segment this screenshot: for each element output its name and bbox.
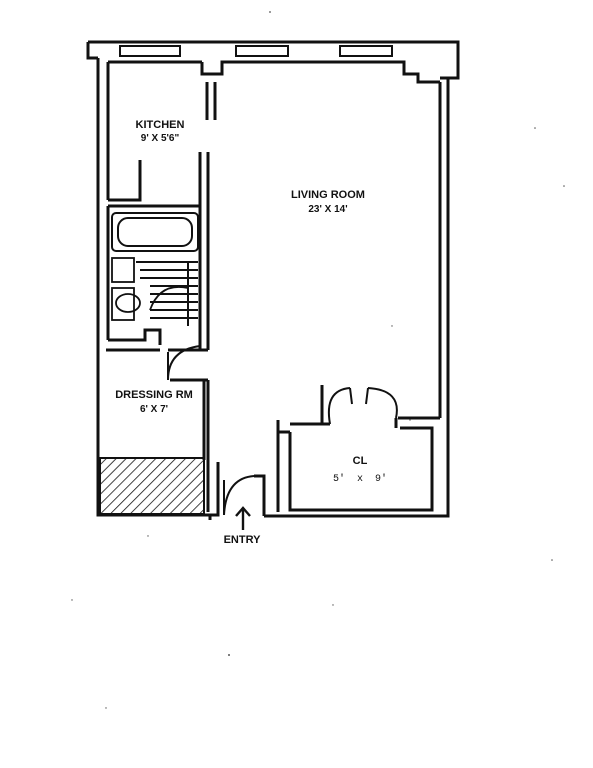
- hatched-area: [99, 457, 205, 515]
- bath-lines: [136, 261, 198, 326]
- entry-arrow-icon: [235, 506, 251, 530]
- living-room-size: 23' X 14': [308, 204, 347, 215]
- scan-specks: [71, 11, 565, 709]
- living-room-name: LIVING ROOM: [291, 189, 365, 201]
- doors: [167, 345, 398, 516]
- closet-name: CL: [353, 455, 368, 467]
- dressing-room-size: 6' X 7': [140, 404, 168, 415]
- kitchen-name: KITCHEN: [136, 119, 185, 131]
- kitchen-size: 9' X 5'6": [141, 133, 180, 144]
- closet-size: 5' x 9': [333, 473, 387, 485]
- bathroom-fixtures: [111, 257, 189, 321]
- dressing-room-name: DRESSING RM: [115, 389, 193, 401]
- interior-walls: [106, 82, 434, 517]
- bathtub: [111, 212, 199, 252]
- outer-walls: [86, 40, 460, 520]
- entry-label: ENTRY: [224, 534, 262, 546]
